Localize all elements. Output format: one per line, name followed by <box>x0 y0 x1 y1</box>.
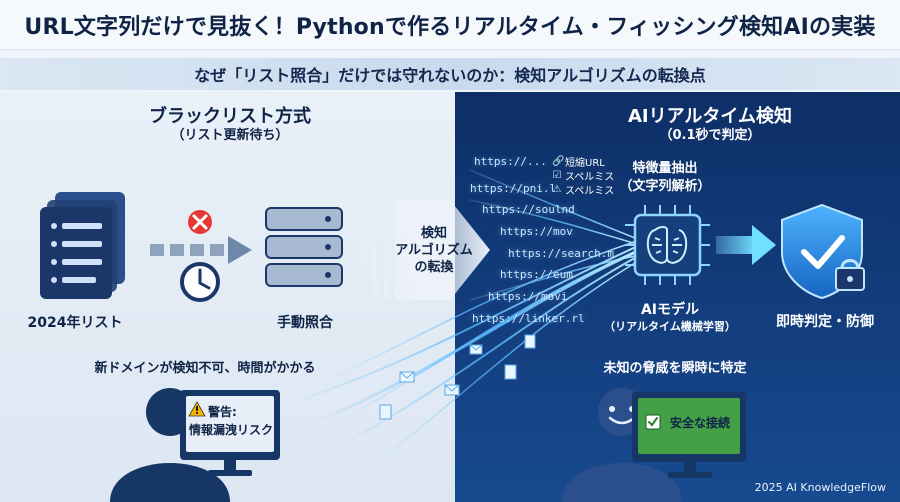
ai-chip-icon <box>625 205 710 285</box>
right-subheading: （0.1秒で判定） <box>659 128 761 143</box>
url-text: https://... <box>474 155 547 168</box>
feature-label: スペルミス <box>565 172 615 183</box>
page-subtitle: なぜ「リスト照合」だけでは守れないのか：検知アルゴリズムの転換点 <box>194 66 706 85</box>
feature-chip: 🔗 短縮URL <box>552 154 605 169</box>
page-title: URL文字列だけで見抜く！Pythonで作るリアルタイム・フィッシング検知AIの… <box>24 14 876 40</box>
checkbox-icon <box>645 414 661 430</box>
threat-text: 未知の脅威を瞬時に特定 <box>603 361 747 376</box>
dashed-arrow <box>150 236 252 264</box>
mail-icon <box>399 344 483 396</box>
server-icon <box>265 207 343 287</box>
subtitle-band: なぜ「リスト照合」だけでは守れないのか：検知アルゴリズムの転換点 <box>0 58 900 90</box>
left-subheading: （リスト更新待ち） <box>171 128 289 143</box>
left-heading: ブラックリスト方式 <box>149 106 311 127</box>
feature-title-line-1: 特徴量抽出 <box>632 161 698 176</box>
safe-label: 安全な接続 <box>669 416 730 430</box>
url-text: https://movi <box>488 290 568 303</box>
feature-extraction-title: 特徴量抽出 （文字列解析） <box>605 160 725 196</box>
list-label: 2024年リスト <box>27 315 123 331</box>
transition-line-2: アルゴリズム <box>395 243 473 258</box>
clock-icon <box>180 262 220 302</box>
document-list-icon <box>40 192 125 299</box>
manual-label: 手動照合 <box>277 315 333 331</box>
feature-label: スペルミス <box>565 186 615 197</box>
error-icon <box>188 210 212 234</box>
warning-monitor <box>180 390 280 476</box>
transition-label: 検知 アルゴリズム の転換 <box>395 225 473 276</box>
model-sublabel: （リアルタイム機械学習） <box>604 320 736 333</box>
warning-icon <box>188 401 206 417</box>
url-text: https://pni.l <box>470 182 557 195</box>
feature-chip: ☑ スペルミス <box>552 168 615 183</box>
transition-arrow <box>360 200 490 300</box>
warning-detail: 情報漏洩リスク <box>188 423 273 437</box>
url-text: https://search.m <box>508 247 614 260</box>
transition-line-1: 検知 <box>420 226 447 241</box>
url-text: https://soulnd <box>482 203 575 216</box>
model-label: AIモデル <box>640 302 700 318</box>
feature-title-line-2: （文字列解析） <box>619 179 711 194</box>
title-bar: URL文字列だけで見抜く！Pythonで作るリアルタイム・フィッシング検知AIの… <box>0 0 900 50</box>
url-text: https://eum <box>500 268 573 281</box>
document-icon <box>379 334 536 420</box>
link-icon: 🔗 <box>552 156 565 167</box>
output-arrow <box>716 225 776 265</box>
data-streams <box>299 169 647 461</box>
warning-label: 警告: <box>208 405 237 419</box>
check-icon: ☑ <box>552 170 562 181</box>
lock-icon <box>835 259 865 291</box>
feature-chip: ⚠ スペルミス <box>552 182 615 197</box>
footer-credit: 2025 AI KnowledgeFlow <box>754 481 886 494</box>
right-heading: AIリアルタイム検知 <box>627 106 793 127</box>
warning-triangle-icon: ⚠ <box>552 184 562 195</box>
url-text: https://mov <box>500 225 573 238</box>
feature-label: 短縮URL <box>565 158 605 169</box>
transition-line-3: の転換 <box>414 260 454 275</box>
problem-text: 新ドメインが検知不可、時間がかかる <box>94 361 316 376</box>
verdict-label: 即時判定・防御 <box>776 314 874 330</box>
url-text: https://linker.rl <box>472 312 585 325</box>
safe-monitor <box>632 392 746 478</box>
